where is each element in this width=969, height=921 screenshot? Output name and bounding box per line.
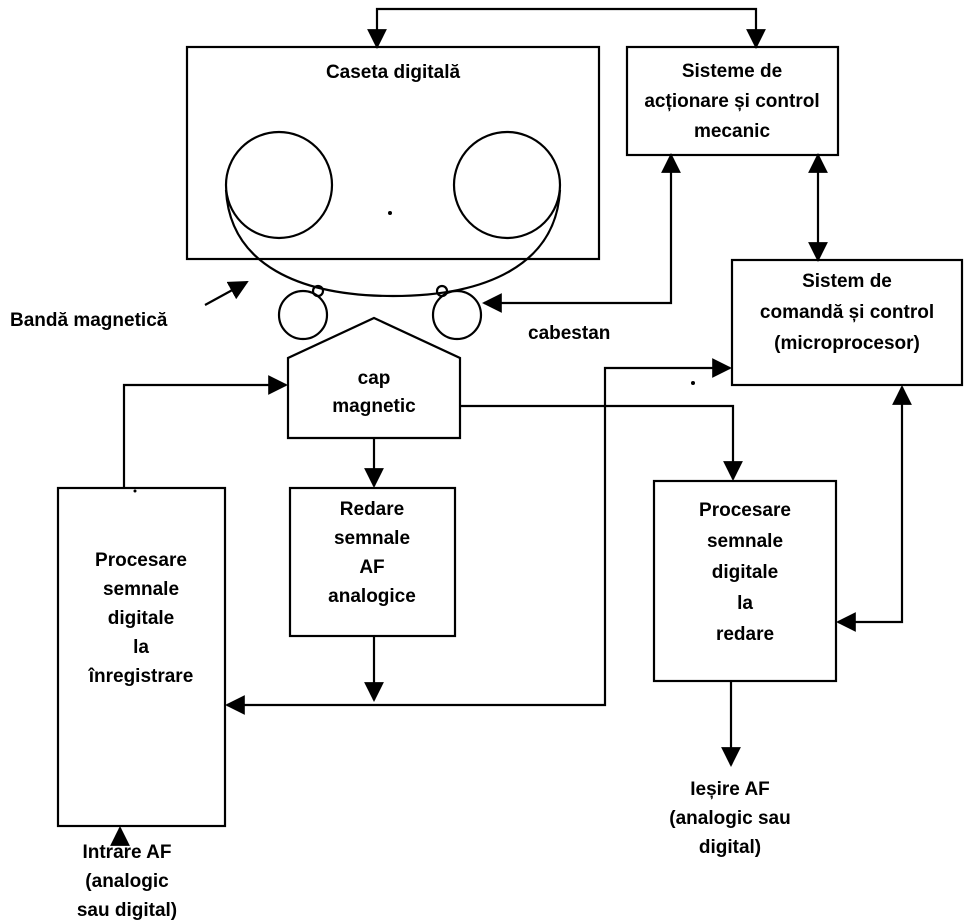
proc-inreg-line-3: digitale bbox=[108, 608, 175, 629]
redare-analog-line-3: AF bbox=[359, 557, 384, 578]
right-guide-pin bbox=[435, 284, 449, 298]
tape-reels bbox=[224, 130, 562, 341]
comanda-to-inreg-bus bbox=[225, 358, 732, 715]
redare-analog-block: Redare semnale AF analogice bbox=[288, 486, 457, 638]
svg-text:(analogic sau: (analogic sau bbox=[669, 808, 790, 829]
svg-text:digital): digital) bbox=[699, 837, 761, 858]
redare-analog-line-1: Redare bbox=[340, 499, 404, 520]
cabestan-label: cabestan bbox=[528, 323, 610, 344]
iesire-af-label: Ieșire AF (analogic sau digital) bbox=[669, 779, 790, 858]
stray-dot bbox=[133, 489, 137, 493]
tape-path bbox=[224, 189, 562, 298]
comanda-proc-redare-link bbox=[836, 385, 912, 632]
caseta-digitala-block: Caseta digitală bbox=[185, 45, 601, 261]
proc-inreg-line-1: Procesare bbox=[95, 550, 187, 571]
comanda-block: Sistem de comandă și control (microproce… bbox=[730, 258, 964, 387]
comanda-line-3: (microprocesor) bbox=[774, 333, 920, 354]
cap-line-1: cap bbox=[358, 368, 391, 389]
proc-redare-line-4: la bbox=[737, 593, 753, 614]
right-reel bbox=[452, 130, 562, 240]
actionare-capstan-link bbox=[482, 153, 681, 313]
actionare-line-3: mecanic bbox=[694, 121, 770, 142]
proc-inreg-line-5: înregistrare bbox=[88, 666, 194, 687]
cap-to-proc-redare-link bbox=[460, 404, 743, 481]
capstan-roller bbox=[431, 289, 483, 341]
proc-inregistrare-block: Procesare semnale digitale la înregistra… bbox=[56, 486, 227, 828]
proc-inreg-line-4: la bbox=[133, 637, 149, 658]
redare-analog-line-2: semnale bbox=[334, 528, 410, 549]
inreg-to-cap-link bbox=[122, 375, 288, 488]
actionare-line-1: Sisteme de bbox=[682, 61, 782, 82]
proc-inreg-line-2: semnale bbox=[103, 579, 179, 600]
svg-text:Ieșire AF: Ieșire AF bbox=[690, 779, 770, 800]
left-reel bbox=[224, 130, 334, 240]
svg-text:sau digital): sau digital) bbox=[77, 900, 177, 921]
caseta-actionare-link bbox=[367, 7, 766, 49]
proc-redare-line-2: semnale bbox=[707, 531, 783, 552]
banda-magnetica-label: Bandă magnetică bbox=[10, 310, 168, 331]
stray-dot bbox=[691, 381, 695, 385]
comanda-line-2: comandă și control bbox=[760, 302, 934, 323]
scan-dot bbox=[388, 211, 392, 215]
left-guide-pin bbox=[311, 284, 325, 298]
svg-text:(analogic: (analogic bbox=[85, 871, 169, 892]
actionare-line-2: acționare și control bbox=[644, 91, 819, 112]
left-pinch-roller bbox=[277, 289, 329, 341]
cap-line-2: magnetic bbox=[332, 396, 416, 417]
caseta-title: Caseta digitală bbox=[326, 62, 461, 83]
proc-redare-line-5: redare bbox=[716, 624, 774, 645]
actionare-block: Sisteme de acționare și control mecanic bbox=[625, 45, 840, 157]
comanda-line-1: Sistem de bbox=[802, 271, 892, 292]
proc-redare-block: Procesare semnale digitale la redare bbox=[652, 479, 838, 683]
redare-analog-line-4: analogice bbox=[328, 586, 416, 607]
intrare-af-label: Intrare AF (analogic sau digital) bbox=[77, 842, 177, 921]
proc-redare-line-3: digitale bbox=[712, 562, 779, 583]
svg-text:Intrare AF: Intrare AF bbox=[82, 842, 171, 863]
proc-redare-line-1: Procesare bbox=[699, 500, 791, 521]
banda-pointer bbox=[204, 281, 249, 306]
